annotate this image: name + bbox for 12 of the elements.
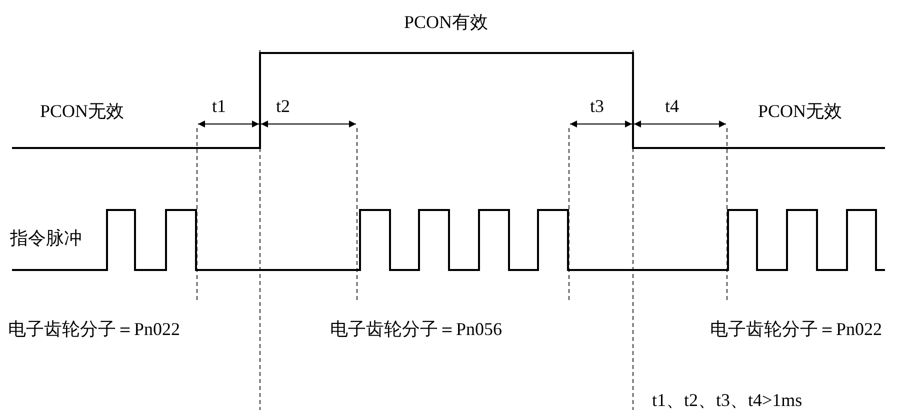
time-label: t3 — [590, 95, 604, 117]
time-label: t2 — [276, 95, 290, 117]
parameter-label: 电子齿轮分子＝Pn022 — [710, 318, 882, 340]
signal-label: 指令脉冲 — [10, 227, 82, 249]
time-label: t1 — [212, 95, 226, 117]
signal-label: PCON无效 — [758, 100, 842, 122]
time-label: t4 — [665, 95, 680, 117]
note-text: t1、t2、t3、t4>1ms — [652, 389, 802, 410]
parameter-label: 电子齿轮分子＝Pn056 — [330, 318, 502, 340]
signal-label: PCON有效 — [404, 11, 488, 33]
parameter-label: 电子齿轮分子＝Pn022 — [8, 318, 180, 340]
signal-label: PCON无效 — [40, 100, 124, 122]
